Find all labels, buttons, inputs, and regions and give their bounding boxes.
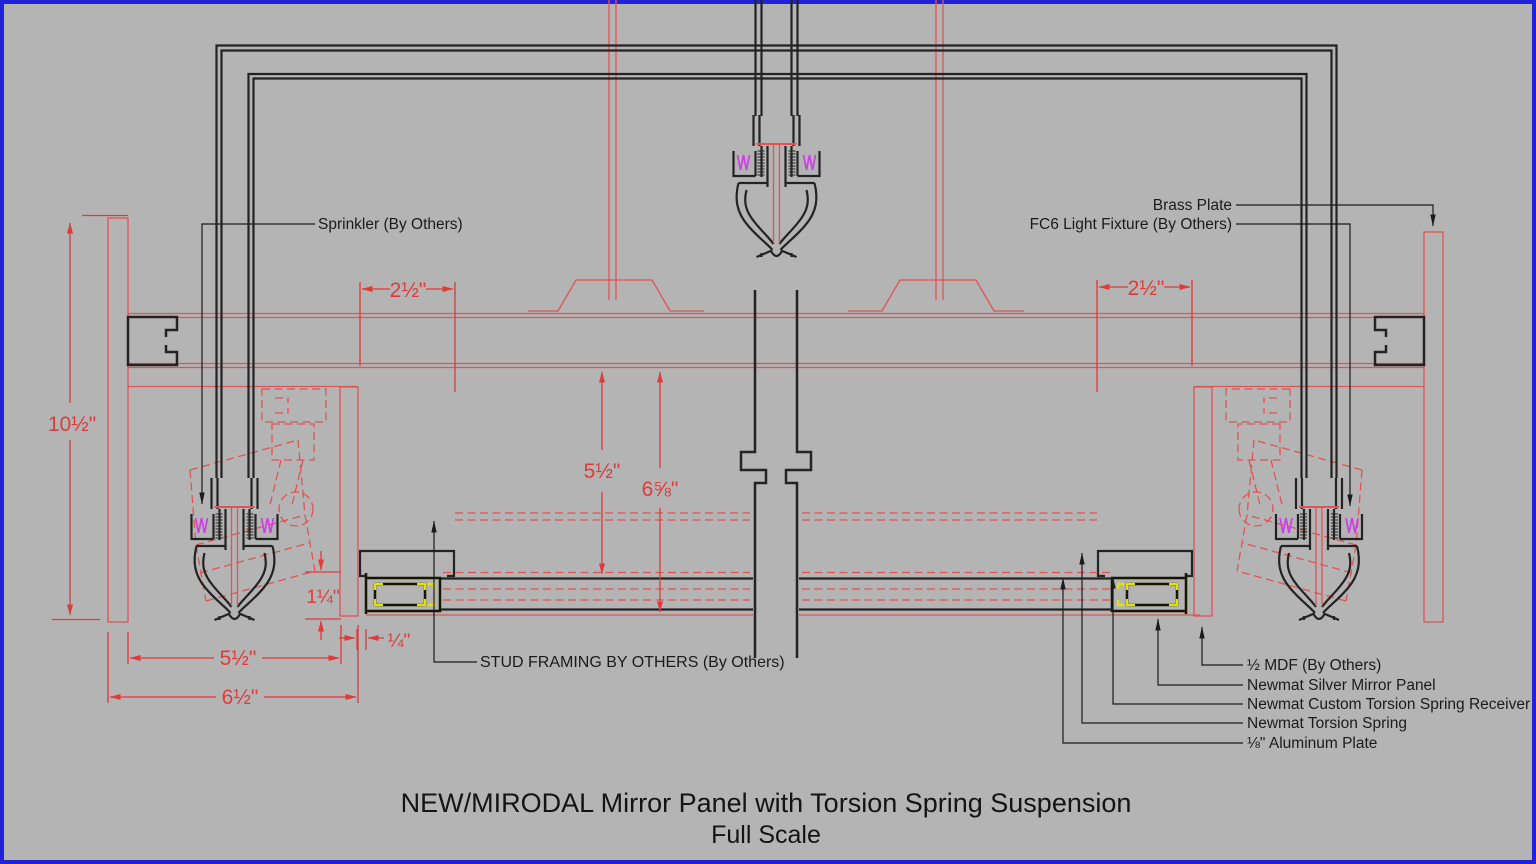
dim-sprinkler-box-width: 5½" bbox=[220, 647, 257, 670]
label-brass-plate: Brass Plate bbox=[1153, 197, 1232, 214]
label-aluminum-plate: ⅛" Aluminum Plate bbox=[1247, 735, 1377, 752]
dim-receiver-height: 1¼" bbox=[306, 587, 339, 608]
dim-overall-recess: 6⅝" bbox=[642, 478, 679, 501]
left-wall bbox=[107, 217, 129, 623]
label-sprinkler: Sprinkler (By Others) bbox=[318, 216, 463, 233]
mirror-panel-lines bbox=[441, 512, 1113, 611]
dim-panel-recess: 5½" bbox=[584, 460, 621, 483]
dim-sprinkler-box-overall: 6½" bbox=[222, 686, 259, 709]
label-mdf: ½ MDF (By Others) bbox=[1247, 657, 1381, 674]
dim-panel-gap: ¼" bbox=[388, 631, 411, 652]
ceiling-structure bbox=[107, 217, 1444, 623]
dim-overall-height: 10½" bbox=[48, 413, 96, 436]
dim-right-track-width: 2½" bbox=[1128, 277, 1165, 300]
label-spring-receiver: Newmat Custom Torsion Spring Receiver bbox=[1247, 696, 1530, 713]
label-light-fixture: FC6 Light Fixture (By Others) bbox=[1030, 216, 1232, 233]
dim-left-track-width: 2½" bbox=[390, 279, 427, 302]
dimension-lines bbox=[52, 214, 1193, 703]
right-wall bbox=[1423, 231, 1444, 623]
drawing-scale: Full Scale bbox=[711, 821, 821, 849]
label-stud-framing: STUD FRAMING BY OTHERS (By Others) bbox=[480, 654, 785, 671]
panel-joint bbox=[739, 290, 813, 658]
drawing-title: NEW/MIRODAL Mirror Panel with Torsion Sp… bbox=[401, 788, 1132, 818]
label-torsion-spring: Newmat Torsion Spring bbox=[1247, 715, 1407, 732]
leader-lines bbox=[199, 204, 1436, 744]
label-mirror-panel: Newmat Silver Mirror Panel bbox=[1247, 677, 1436, 694]
sprinkler-pipework bbox=[215, 0, 1338, 478]
